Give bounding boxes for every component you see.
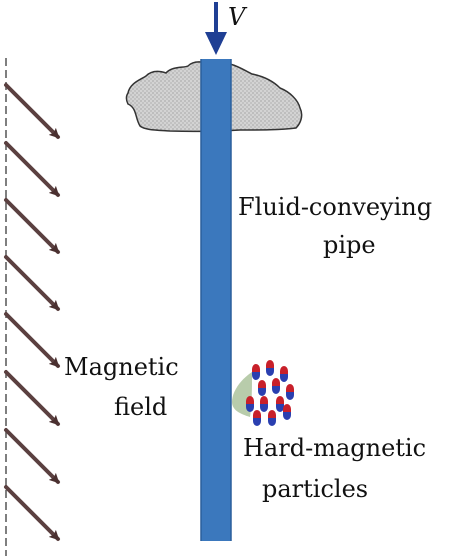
particles-label-line2: particles (262, 475, 369, 503)
dipole-particle (246, 396, 254, 412)
diagonal-arrow-icon (4, 141, 60, 197)
particles-label-line1: Hard-magnetic (243, 434, 427, 462)
dipole-particle (283, 404, 291, 420)
pipe-label-line2: pipe (323, 231, 376, 259)
dipole-particle (260, 396, 268, 412)
dipole-particle (276, 396, 284, 412)
dipole-particle (253, 410, 261, 426)
fluid-conveying-pipe (201, 59, 231, 541)
diagonal-arrow-icon (4, 370, 60, 426)
diagonal-arrow-icon (4, 485, 60, 541)
diagonal-arrow-icon (4, 428, 60, 484)
pipe-label-line1: Fluid-conveying (238, 193, 433, 221)
dipole-particle (268, 410, 276, 426)
down-arrow-icon (205, 2, 227, 55)
dipole-particle (258, 380, 266, 396)
dipole-particle (286, 384, 294, 400)
diagonal-arrow-icon (4, 198, 60, 254)
dipole-particle (266, 360, 274, 376)
velocity-symbol: V (228, 3, 246, 31)
diagonal-arrow-icon (4, 255, 60, 311)
dipole-particle-icon (246, 360, 294, 426)
dipole-particle (252, 364, 260, 380)
field-label-line1: Magnetic (64, 353, 179, 381)
diagonal-arrow-icon (4, 312, 60, 368)
dipole-particle (280, 366, 288, 382)
dipole-particle (272, 378, 280, 394)
field-label-line2: field (114, 393, 168, 421)
diagonal-arrow-icon (4, 83, 60, 139)
field-arrow-group (4, 83, 60, 541)
